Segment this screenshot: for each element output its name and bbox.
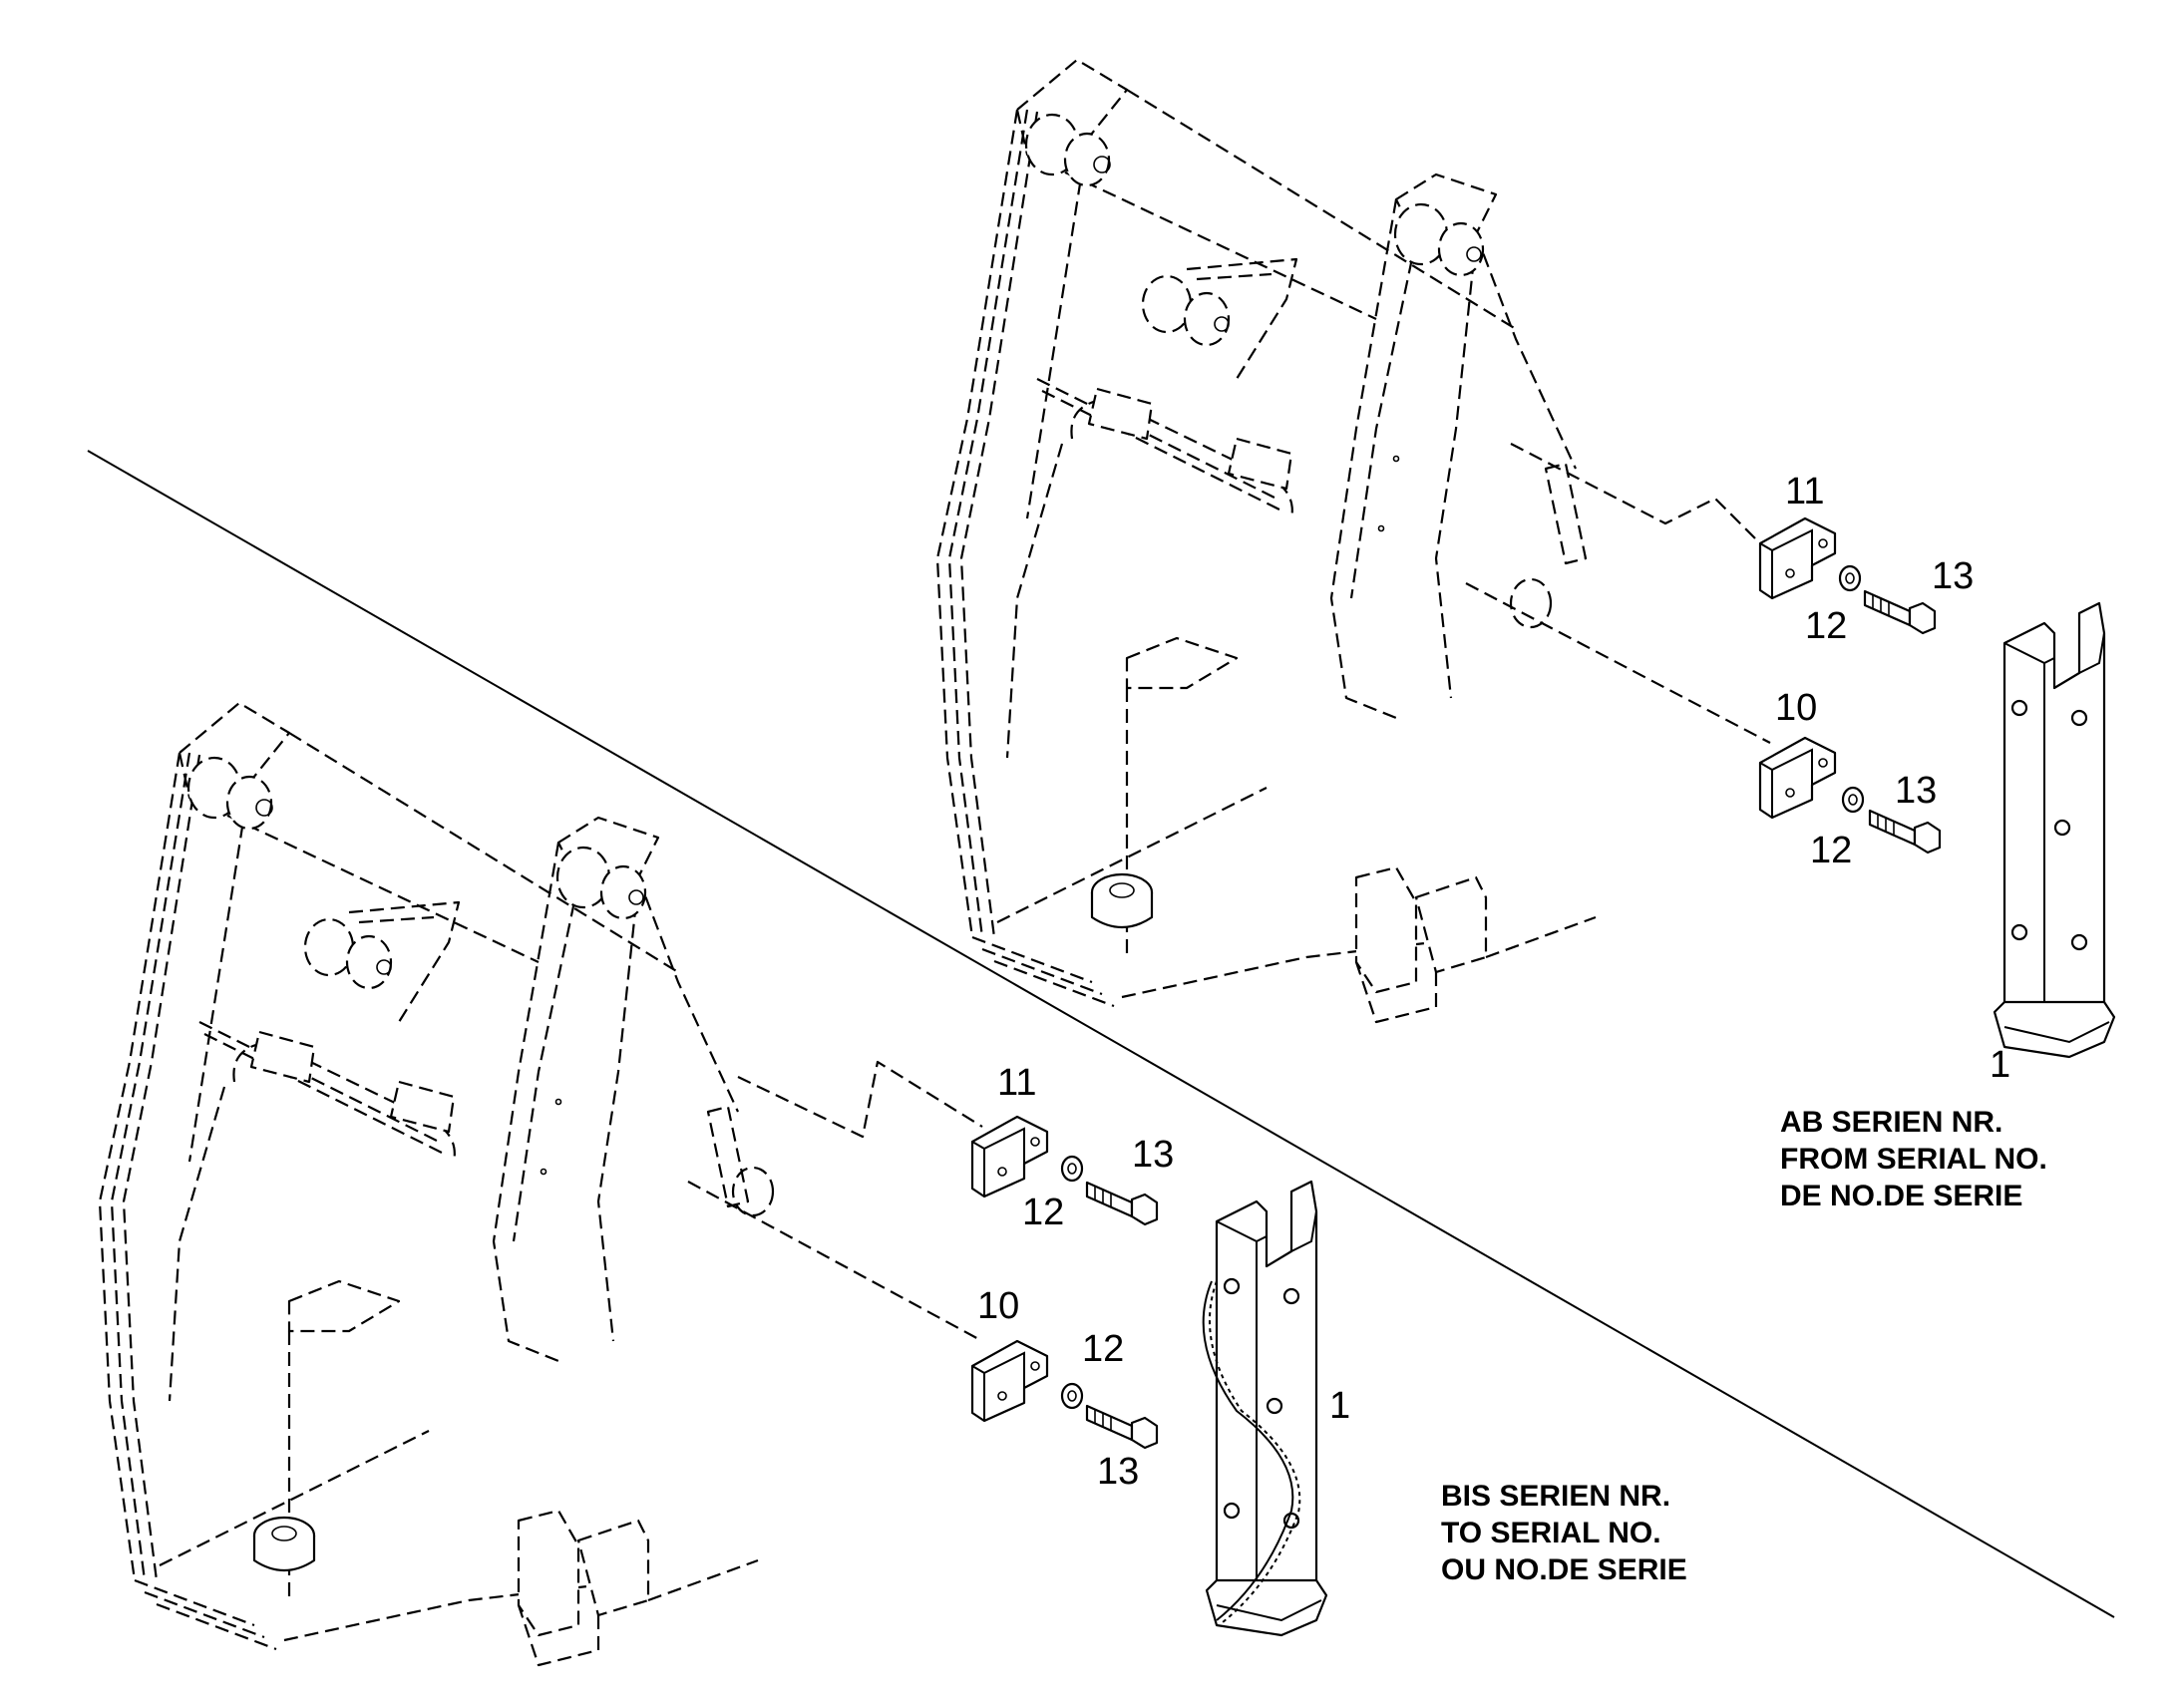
note-from-serial: AB SERIEN NR. FROM SERIAL NO. DE NO.DE S… (1780, 1106, 2047, 1212)
upper-hole-marker (1509, 577, 1553, 629)
svg-text:BIS SERIEN NR.: BIS SERIEN NR. (1441, 1480, 1670, 1513)
lower-bracket-10 (970, 1339, 1049, 1423)
lower-hole-marker (731, 1166, 775, 1217)
upper-callout-washer-12-bottom: 12 (1810, 830, 1852, 871)
lower-callout-washer-12-bottom: 12 (1082, 1328, 1124, 1370)
lower-guard-1 (1202, 1180, 1328, 1637)
upper-callout-bolt-13-top: 13 (1932, 555, 1974, 597)
svg-text:AB SERIEN NR.: AB SERIEN NR. (1780, 1106, 2002, 1139)
lower-bracket-11 (970, 1115, 1049, 1198)
upper-bolt-13-bottom (1868, 809, 1942, 854)
upper-callout-bracket-10: 10 (1775, 687, 1817, 729)
upper-guard-1 (1993, 601, 2116, 1059)
upper-callout-bolt-13-bottom: 13 (1895, 770, 1937, 812)
upper-bracket-10 (1758, 736, 1837, 820)
note-to-serial: BIS SERIEN NR. TO SERIAL NO. OU NO.DE SE… (1441, 1480, 1687, 1586)
lower-callout-washer-12-top: 12 (1022, 1192, 1064, 1233)
upper-explode-line-top (1510, 443, 1756, 539)
lower-washer-12-bottom (1060, 1382, 1084, 1410)
upper-explode-line-bottom (1465, 582, 1771, 744)
upper-bolt-13-top (1863, 589, 1937, 635)
lower-bolt-13-top (1085, 1181, 1159, 1226)
svg-text:DE NO.DE SERIE: DE NO.DE SERIE (1780, 1180, 2022, 1212)
upper-bracket-11 (1758, 516, 1837, 600)
svg-text:OU NO.DE SERIE: OU NO.DE SERIE (1441, 1553, 1687, 1586)
lower-bolt-13-bottom (1085, 1404, 1159, 1450)
lower-callout-bolt-13-bottom: 13 (1097, 1451, 1139, 1493)
upper-washer-12-top (1838, 564, 1862, 592)
svg-text:FROM SERIAL NO.: FROM SERIAL NO. (1780, 1143, 2047, 1176)
upper-washer-12-bottom (1841, 786, 1865, 814)
upper-callout-bracket-11: 11 (1785, 471, 1824, 512)
upper-callout-washer-12-top: 12 (1805, 605, 1847, 647)
lower-explode-line-top (737, 1060, 983, 1139)
lower-callout-bolt-13-top: 13 (1132, 1134, 1174, 1176)
divider-line (87, 450, 2115, 1618)
lower-washer-12-top (1060, 1155, 1084, 1183)
upper-frame (935, 58, 1598, 1024)
lower-callout-bracket-10: 10 (977, 1285, 1019, 1327)
lower-callout-guard-1: 1 (1329, 1385, 1350, 1427)
lower-frame (98, 701, 760, 1667)
lower-callout-bracket-11: 11 (997, 1062, 1036, 1104)
svg-text:TO SERIAL NO.: TO SERIAL NO. (1441, 1517, 1661, 1549)
upper-callout-guard-1: 1 (1990, 1044, 2010, 1086)
lower-explode-line-bottom (687, 1181, 983, 1342)
